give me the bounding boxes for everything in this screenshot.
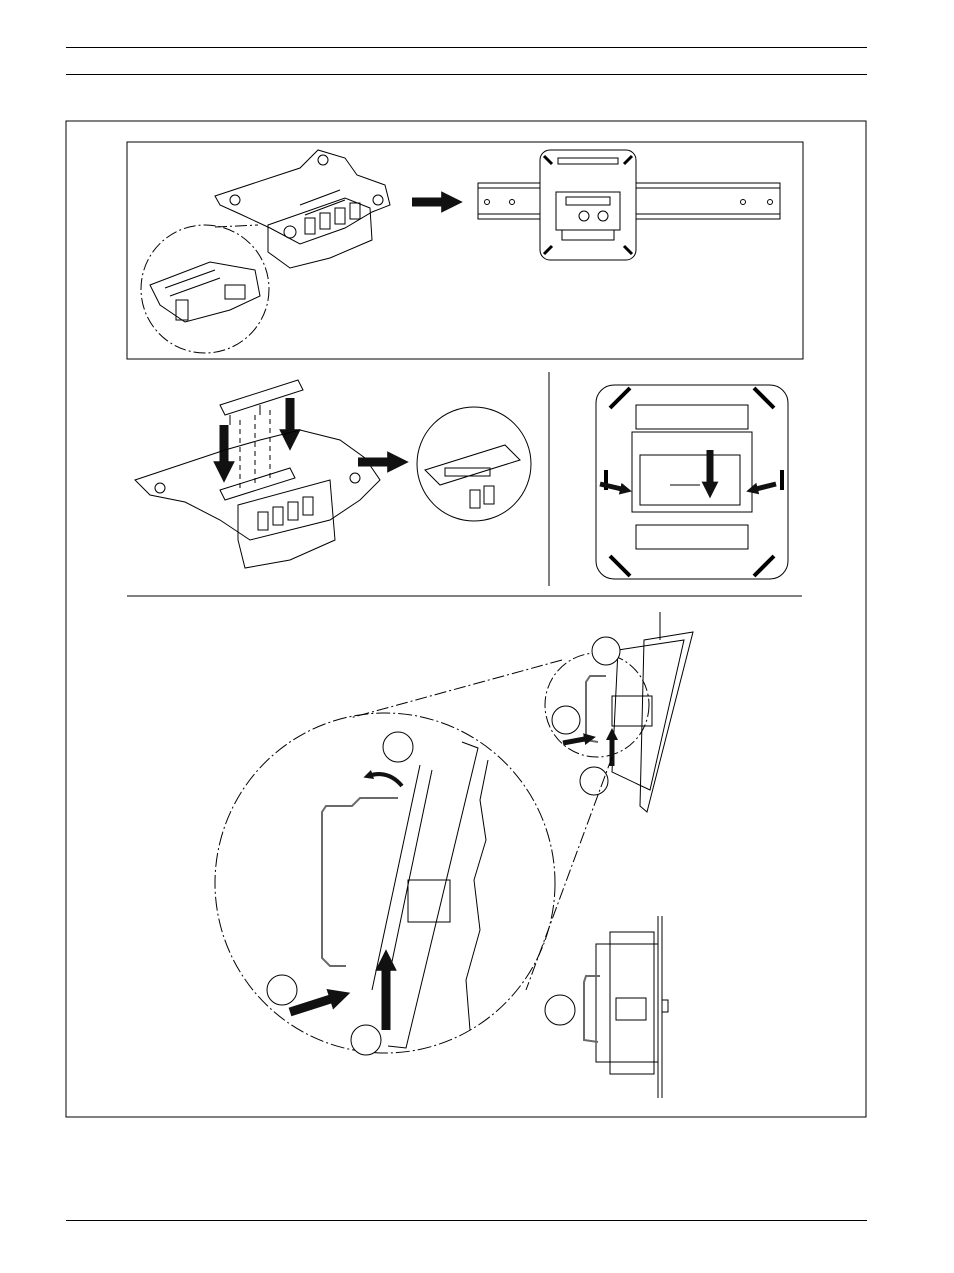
panel-din-rail-mount [127,142,803,359]
tilted-module-side-view [612,612,693,812]
din-rail-profile [586,676,606,742]
base-module-with-connector [135,410,380,568]
base-module-isometric [215,150,390,268]
callout-6 [351,1025,381,1055]
din-rail-profile-zoomed [322,798,398,966]
din-rail-profile-mounted [584,976,600,1042]
callout-7 [545,995,575,1025]
callout-1 [592,637,620,665]
mounted-module-front [540,150,636,260]
module-top-view [596,385,788,579]
figure-frame [66,121,866,1117]
zoom-detail-circle [141,225,269,353]
left-arrow-icon [752,484,776,490]
curved-arrow-icon [368,774,402,786]
callout-3 [580,767,608,795]
callout-2 [552,706,580,734]
connector-zoom-circle [417,407,531,521]
callout-4 [383,732,413,762]
callout-5 [267,975,297,1005]
mounted-module-side-view [596,916,668,1098]
right-arrow-icon [563,738,590,743]
right-arrow-icon [290,996,340,1012]
right-arrow-icon [600,484,626,490]
zoom-line [350,660,562,718]
